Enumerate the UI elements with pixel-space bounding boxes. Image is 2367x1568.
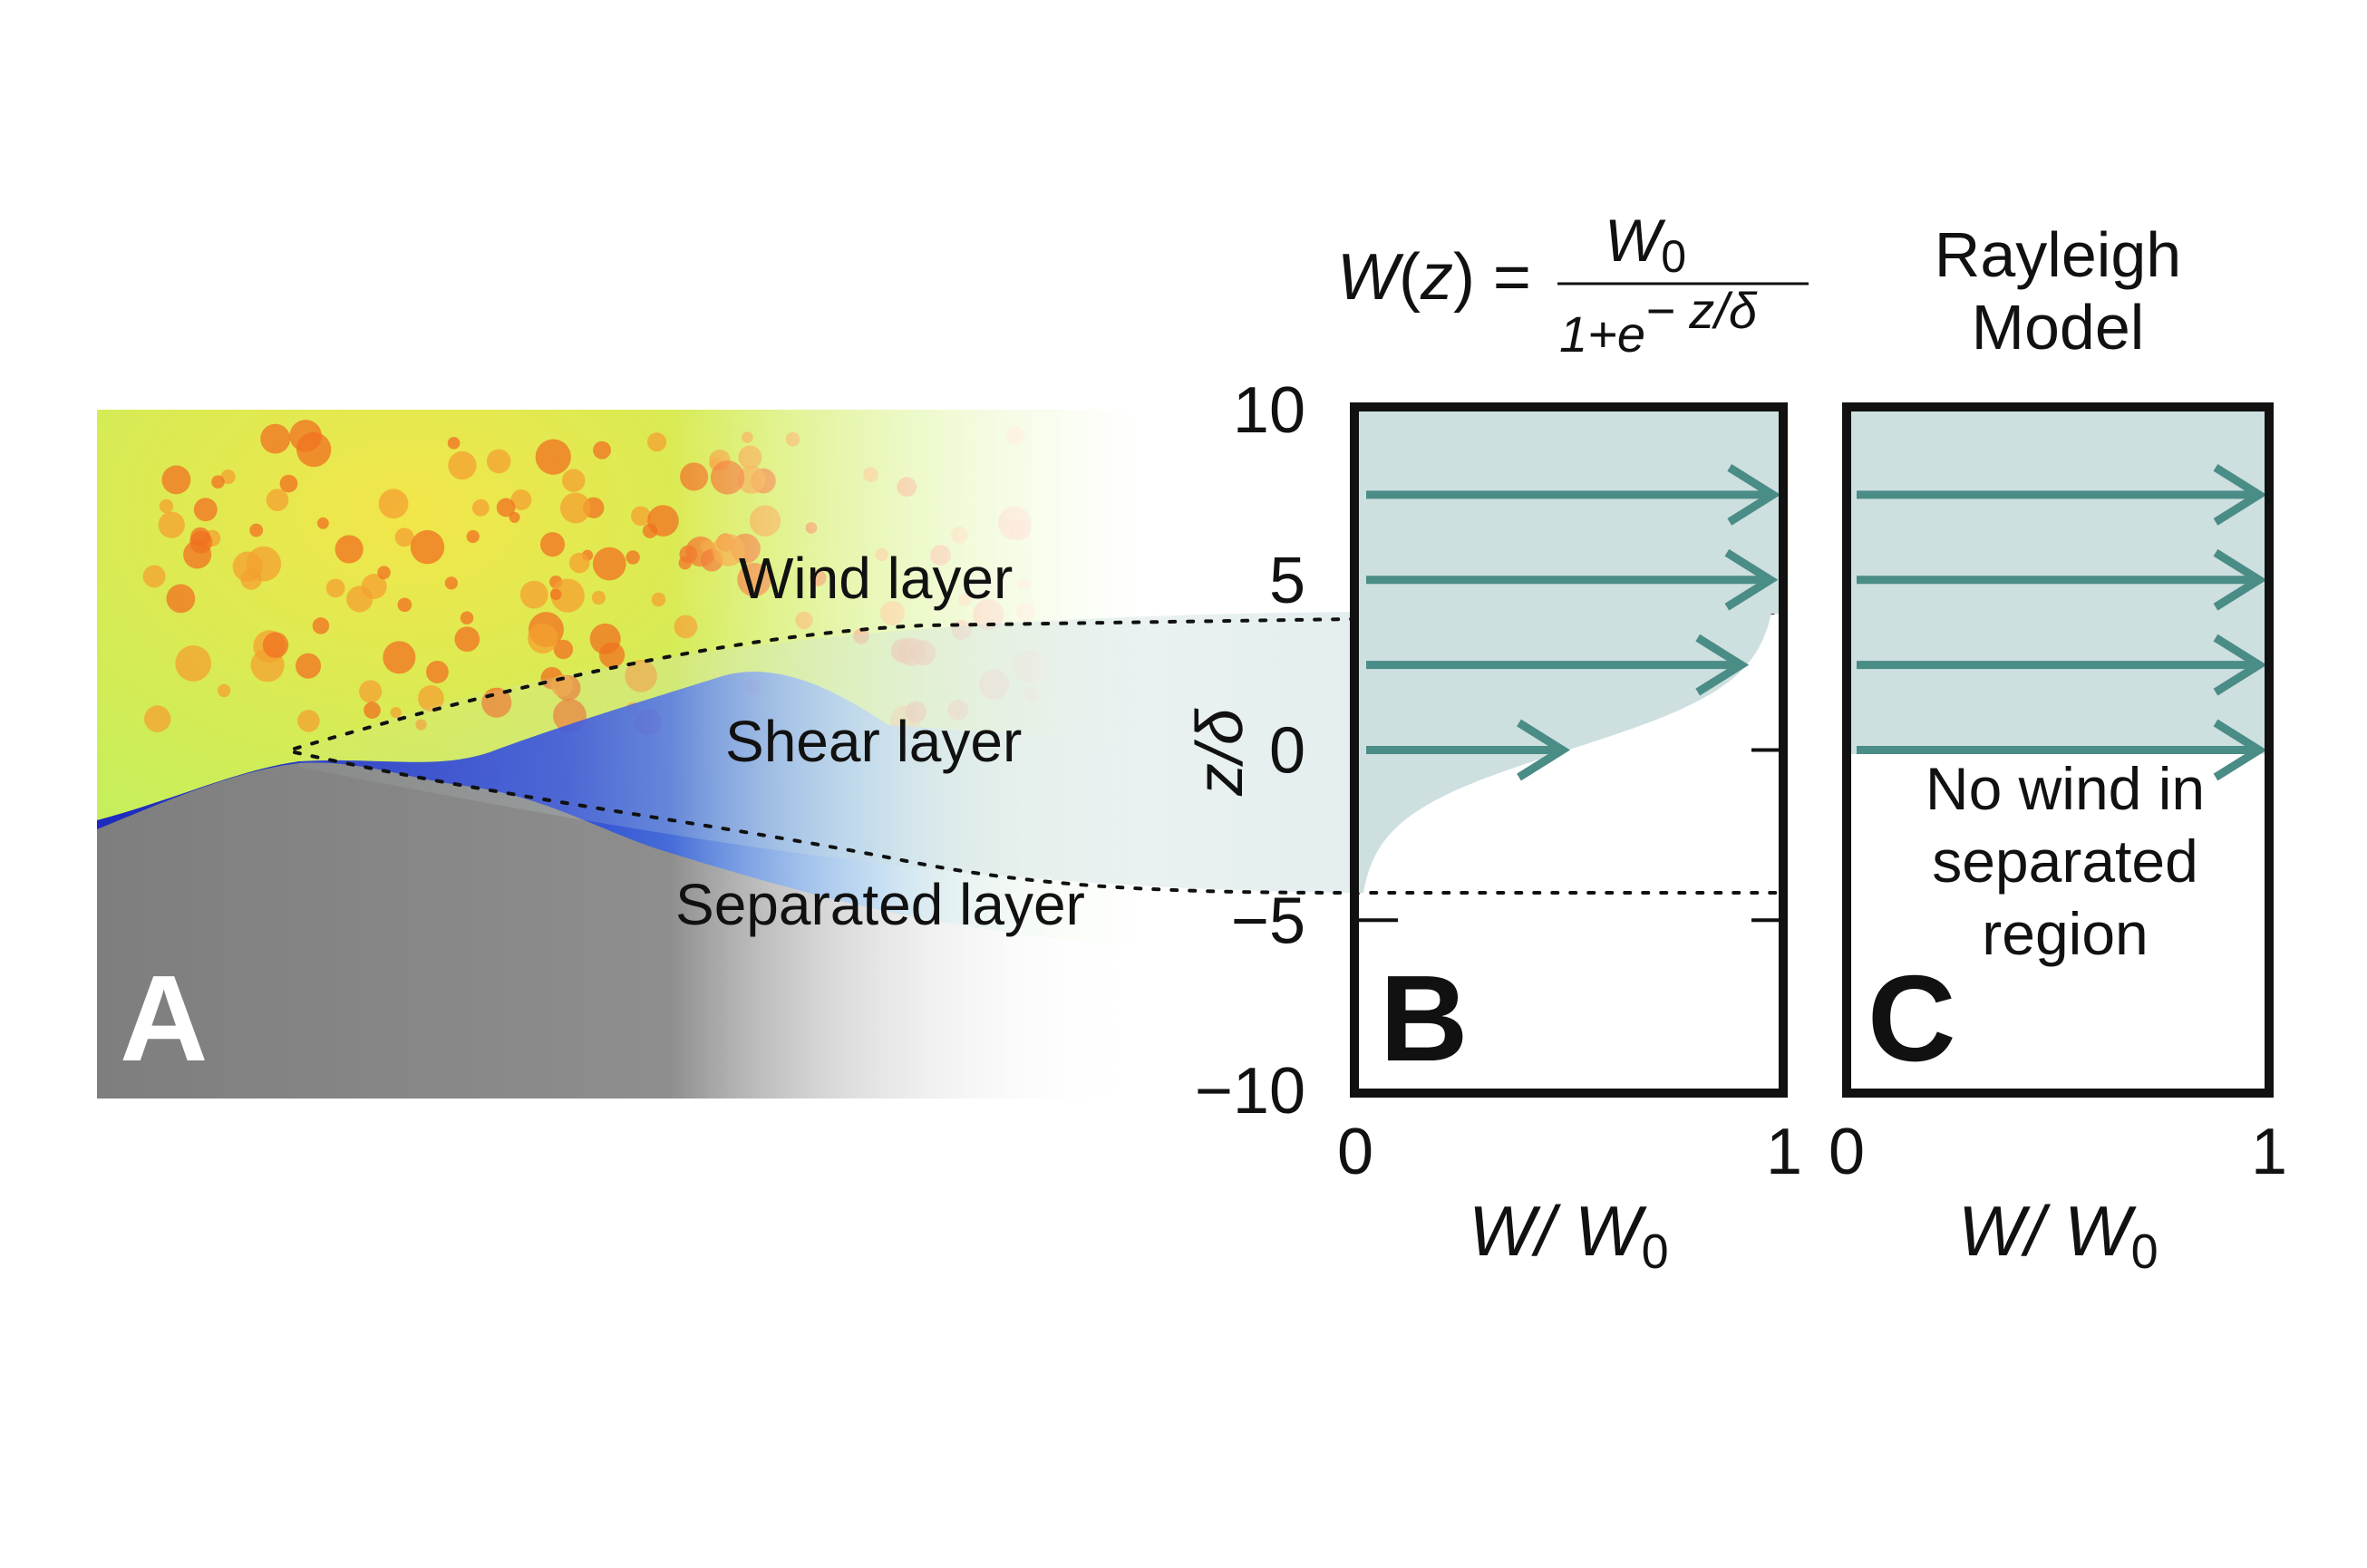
panel-c: C	[1842, 402, 2274, 1098]
panel-c-arrows	[1857, 464, 2267, 781]
wind-arrow-head	[2213, 548, 2267, 611]
panel-c-x-axis: 0 1 W/ W0	[1829, 1116, 2287, 1279]
x-axis-label: W/ W0	[1958, 1191, 2158, 1279]
eq-exponent: − z/δ	[1645, 282, 1758, 339]
panel-b-x-axis: 0 1 W/ W0	[1337, 1116, 1802, 1279]
eq-lhs-arg: z	[1420, 241, 1453, 314]
panel-b: B	[1350, 402, 1788, 1098]
shear-layer-label: Shear layer	[725, 709, 1022, 774]
wind-arrow-head	[2213, 634, 2267, 696]
panel-a-letter: A	[120, 950, 209, 1087]
eq-numerator: W	[1605, 207, 1666, 274]
panel-c-note-line3: region	[1982, 900, 2148, 967]
layer-boundary-lines	[293, 611, 1783, 895]
panel-b-frame	[1350, 402, 1788, 1098]
eq-numerator-sub: 0	[1661, 231, 1686, 282]
x-tick-label: 1	[1766, 1116, 1802, 1188]
panel-c-letter: C	[1867, 950, 1956, 1087]
panel-c-note-line1: No wind in	[1926, 755, 2205, 822]
separated-layer-label: Separated layer	[675, 872, 1085, 937]
panel-c-frame	[1842, 402, 2274, 1098]
sigmoid-equation: W(z) = W0 1+e− z/δ	[1337, 207, 1809, 363]
panel-c-note-line2: separated	[1932, 828, 2198, 895]
y-axis: 10 5 0 −5 −10 z/δ	[1184, 374, 1305, 1128]
panel-b-ticks	[1357, 748, 1779, 923]
x-tick-label: 0	[1829, 1116, 1865, 1188]
svg-text:W0: W0	[1605, 207, 1686, 282]
wind-arrow-head	[1695, 634, 1750, 696]
wind-arrow-head	[2213, 719, 2267, 781]
x-tick-label: 0	[1337, 1116, 1373, 1188]
panel-c-title-line2: Model	[1972, 292, 2145, 363]
y-tick-label: 10	[1233, 374, 1305, 447]
eq-denominator: 1+e	[1559, 305, 1645, 363]
upper-boundary-line	[293, 611, 1783, 750]
x-axis-label: W/ W0	[1469, 1191, 1669, 1279]
y-tick-label: 0	[1269, 715, 1305, 788]
panel-a-image	[97, 410, 1140, 1099]
svg-text:1+e− z/δ: 1+e− z/δ	[1559, 282, 1758, 363]
x-tick-label: 1	[2251, 1116, 2287, 1188]
panel-b-arrows	[1366, 464, 1781, 781]
wind-arrow-head	[2213, 464, 2267, 526]
wind-arrow-head	[1724, 548, 1779, 611]
sigmoid-profile-fill	[1357, 410, 1779, 894]
y-tick-label: 5	[1269, 545, 1305, 617]
panel-c-title-line1: Rayleigh	[1935, 219, 2181, 290]
y-tick-label: −10	[1195, 1055, 1305, 1128]
wind-arrow-head	[1517, 719, 1570, 781]
upper-fill	[1357, 410, 1780, 480]
wind-arrow-head	[1727, 464, 1781, 526]
wind-layer-label: Wind layer	[739, 546, 1013, 611]
panel-b-letter: B	[1380, 950, 1469, 1087]
y-axis-label: z/δ	[1184, 708, 1256, 797]
y-tick-label: −5	[1231, 885, 1305, 957]
svg-text:W(z) =: W(z) =	[1337, 241, 1531, 314]
shear-projection	[299, 612, 1351, 893]
eq-lhs-fn: W	[1337, 241, 1404, 314]
